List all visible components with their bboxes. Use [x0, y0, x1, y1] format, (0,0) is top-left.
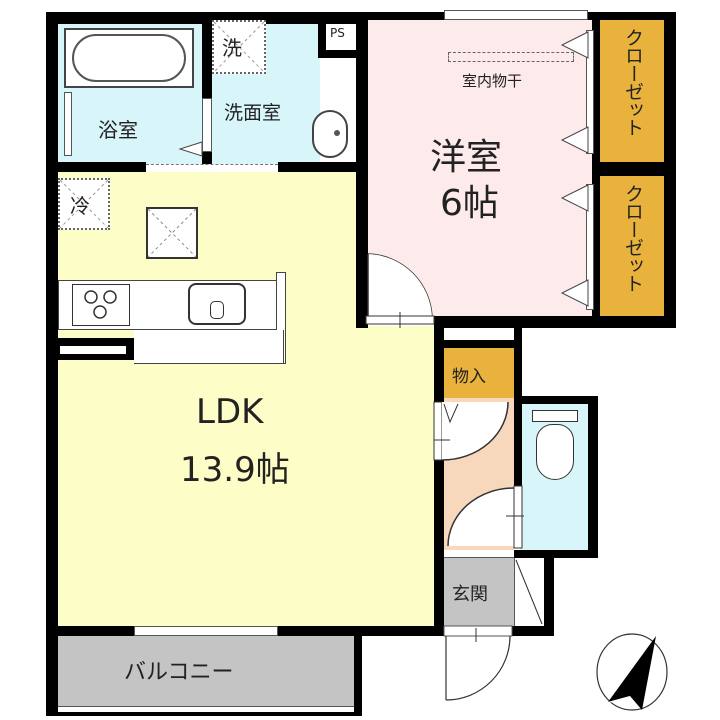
western-room-door[interactable]	[365, 252, 438, 328]
ps-label: PS	[330, 26, 345, 40]
closet-2-label: クローゼット	[622, 184, 644, 292]
wall	[318, 12, 326, 58]
hall-door-ldk[interactable]	[433, 401, 514, 472]
balcony-label: バルコニー	[124, 660, 234, 685]
balcony	[52, 636, 354, 708]
stove-icon	[72, 284, 130, 326]
genkan-step	[444, 550, 514, 558]
storage	[444, 348, 514, 398]
indoor-drying-rod	[448, 52, 574, 62]
wall	[318, 50, 360, 58]
burner-icons	[84, 290, 117, 319]
wall	[514, 396, 522, 486]
ldk-lower	[358, 326, 436, 628]
wall	[588, 396, 598, 558]
wall	[434, 460, 444, 636]
toilet-bowl-icon	[536, 424, 574, 480]
storage-label: 物入	[452, 367, 486, 387]
north-arrow-icon	[596, 633, 668, 711]
closet-door-track-1	[586, 30, 594, 154]
closet-1-label: クローゼット	[622, 28, 644, 136]
wash-doorway	[146, 164, 278, 172]
wall	[360, 12, 444, 20]
closet-door-2b[interactable]	[560, 278, 590, 308]
shoe-box-line	[515, 559, 543, 625]
toilet-door[interactable]	[444, 485, 524, 550]
wall	[46, 626, 134, 636]
wall	[46, 12, 58, 712]
closet-1	[600, 20, 664, 162]
kitchen-sink-drain	[210, 301, 224, 319]
ldk-label: LDK	[196, 392, 264, 432]
wall	[46, 712, 362, 716]
closet-door-track-2	[586, 184, 594, 310]
ldk-size: 13.9帖	[180, 450, 290, 490]
bathtub-inner	[72, 34, 186, 82]
wall	[514, 550, 598, 558]
western-room-size: 6帖	[440, 183, 499, 224]
wall	[592, 162, 676, 176]
bathroom-label: 浴室	[98, 118, 138, 142]
fridge-space	[58, 178, 110, 230]
fridge-label: 冷	[70, 194, 90, 218]
wall-opening	[60, 346, 126, 354]
wall	[544, 550, 554, 636]
wall	[354, 630, 362, 714]
closet-door-1a[interactable]	[560, 30, 590, 60]
washer-space	[212, 20, 266, 74]
balcony-edge	[52, 706, 354, 715]
ldk	[58, 172, 360, 628]
washer-label: 洗	[222, 36, 242, 60]
genkan-label: 玄関	[452, 584, 488, 605]
kitchen-skylight	[146, 207, 198, 259]
wall	[434, 340, 522, 348]
wall	[434, 316, 676, 328]
closet-2	[600, 176, 664, 316]
washbasin-drain	[334, 130, 340, 136]
wall	[586, 12, 676, 20]
closet-door-2a[interactable]	[560, 183, 590, 213]
genkan	[444, 558, 514, 626]
wall	[514, 396, 598, 404]
washroom-label: 洗面室	[224, 102, 282, 124]
western-room-label: 洋室	[430, 137, 503, 178]
wall	[434, 316, 444, 402]
indoor-drying-label: 室内物干	[462, 72, 523, 90]
counter-back	[134, 330, 284, 364]
entrance-door[interactable]	[443, 625, 520, 704]
washbasin-icon	[312, 110, 348, 158]
wall	[202, 152, 212, 172]
wash-door-panel[interactable]	[202, 98, 212, 152]
wall	[202, 12, 212, 98]
wall	[514, 316, 522, 402]
toilet-tank	[532, 410, 578, 422]
window-balcony[interactable]	[134, 626, 278, 636]
closet-door-1b[interactable]	[560, 125, 590, 155]
wall	[46, 162, 146, 172]
wall	[278, 162, 364, 172]
bath-rail	[64, 92, 72, 156]
window-top-western[interactable]	[444, 10, 588, 20]
wall	[510, 626, 554, 636]
